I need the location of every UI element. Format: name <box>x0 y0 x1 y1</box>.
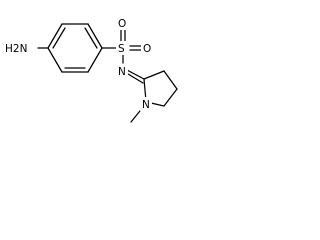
bond-ring-c1-c2-inner <box>52 27 66 49</box>
bond-imine-n-ring-c <box>126 69 145 80</box>
bond-pyrrolidine-c2-c3 <box>143 70 165 80</box>
molecule-diagram: H2N S O O N N <box>4 16 178 123</box>
bond-ring-c6-c1 <box>47 47 63 73</box>
bond-imine-n-ring-c-inner <box>127 73 144 84</box>
bond-ring-c3-c4 <box>87 23 103 49</box>
bond-pyrrolidine-c4-c5 <box>163 88 178 107</box>
sulfur-atom-label: S <box>118 43 125 55</box>
oxygen-top-atom-label: O <box>118 18 126 30</box>
bond-pyrrolidine-c5-n1 <box>150 102 165 107</box>
imine-nitrogen-atom-label: N <box>118 66 126 78</box>
bond-pyrrolidine-c3-c4 <box>163 70 178 90</box>
bond-ring-c1-c2 <box>47 23 63 49</box>
bond-ring-c4-c5 <box>87 47 103 73</box>
bonds <box>37 23 178 123</box>
bond-ring-c3-c4-inner <box>84 27 98 49</box>
atom-labels: H2N S O O N N <box>4 16 153 111</box>
ring-nitrogen-atom-label: N <box>142 99 150 111</box>
oxygen-right-atom-label: O <box>143 43 151 55</box>
amine-group-label: H2N <box>5 43 27 55</box>
